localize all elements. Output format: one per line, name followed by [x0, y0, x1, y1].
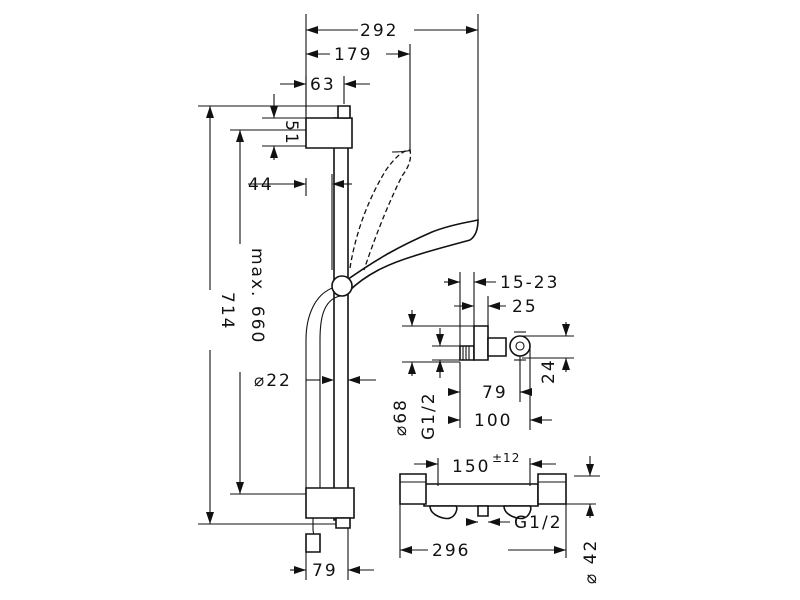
dimension-179: 179	[306, 44, 411, 152]
dimension-label-diameter-68: ⌀68	[391, 398, 411, 436]
dimension-label-max-660: max. 660	[247, 248, 267, 344]
dimension-63: 63	[280, 75, 370, 116]
dimension-diameter-22: ⌀22	[254, 371, 376, 391]
outlet-spout	[477, 505, 489, 517]
dimension-label-296: 296	[432, 541, 470, 561]
connector-outlet	[509, 335, 531, 357]
dimension-79-connector: 79	[448, 356, 532, 428]
top-wall-bracket	[305, 117, 353, 149]
dimension-label-714: 714	[217, 292, 237, 330]
dimension-label-179: 179	[334, 45, 372, 65]
dimension-label-292: 292	[360, 21, 398, 41]
bottom-wall-bracket	[305, 487, 355, 519]
wall-connector	[459, 325, 531, 361]
thermostat-mixer	[399, 473, 596, 520]
right-handle	[537, 473, 567, 505]
dimension-79-bar: 79	[290, 528, 374, 581]
dimension-296: 296	[399, 504, 567, 561]
dimension-label-79-connector: 79	[482, 383, 508, 403]
dimension-15-23: 15-23	[444, 272, 559, 346]
dimension-label-diameter-22: ⌀22	[254, 371, 292, 391]
dimension-label-24: 24	[539, 358, 559, 384]
slide-holder	[331, 275, 353, 297]
connector-thread	[459, 345, 475, 361]
dimension-25: 25	[454, 296, 538, 326]
dimension-max-660: max. 660	[230, 129, 306, 495]
dimension-label-79-bar: 79	[312, 561, 338, 581]
dimension-150: 150 ±12	[414, 451, 556, 486]
dimension-label-15-23: 15-23	[500, 273, 559, 293]
shower-rail	[333, 117, 349, 521]
dimension-label-g12-side: G1/2	[419, 391, 439, 440]
dimension-44: 44	[248, 174, 352, 270]
dimension-label-g12-bottom: G1/2	[514, 513, 563, 533]
dimension-100: 100	[448, 346, 552, 431]
dimension-g12-bottom: G1/2	[466, 513, 563, 533]
dimension-label-100: 100	[474, 411, 512, 431]
dimension-label-diameter-42: ⌀ 42	[581, 539, 601, 584]
left-handle	[399, 473, 427, 505]
dimension-diameter-42: ⌀ 42	[574, 456, 601, 584]
dimension-label-44: 44	[248, 175, 274, 195]
connector-body	[473, 325, 489, 361]
dimension-label-25: 25	[512, 297, 538, 317]
dimension-51: 51	[262, 94, 306, 160]
thermostat-body	[423, 483, 539, 507]
dimension-label-63: 63	[310, 75, 336, 95]
left-wall-rosette	[429, 505, 458, 520]
dimension-714: 714	[198, 105, 338, 525]
top-cap	[337, 105, 351, 119]
connector-nut	[487, 337, 507, 357]
right-wall-rosette	[503, 505, 532, 520]
dimension-24: 24	[522, 322, 574, 384]
hose-connector	[305, 533, 321, 553]
dimension-label-150-tolerance: ±12	[492, 451, 520, 465]
hand-shower	[343, 218, 479, 294]
dimension-label-51: 51	[281, 120, 301, 146]
dimension-diameter-68-g12: ⌀68 G1/2	[391, 310, 474, 440]
bottom-cap	[335, 517, 351, 529]
shower-bar-set	[305, 105, 479, 553]
dimension-label-150: 150	[452, 457, 490, 477]
